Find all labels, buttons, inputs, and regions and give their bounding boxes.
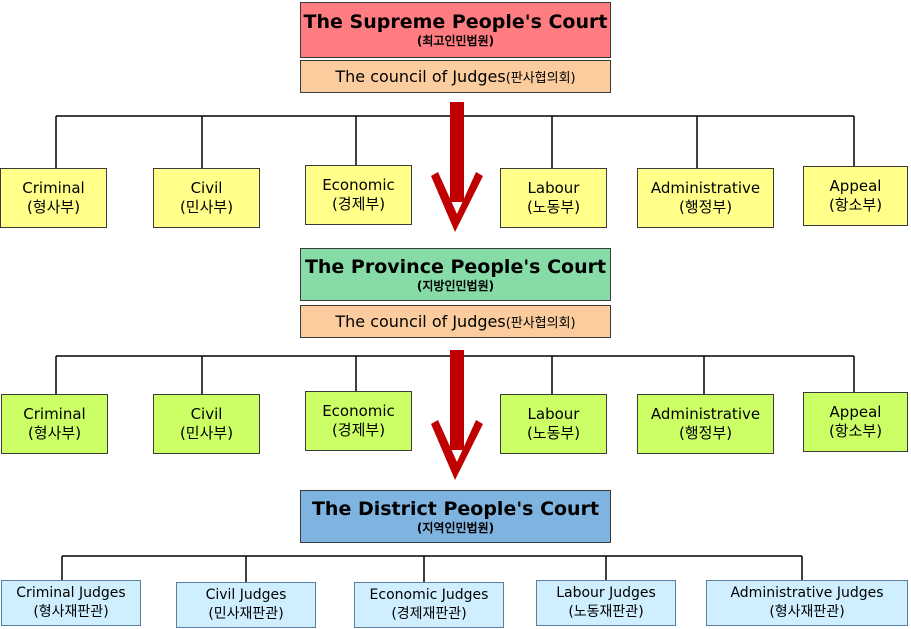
department-name: Economic (322, 176, 395, 194)
down-arrow-icon (431, 102, 483, 232)
department-name: Appeal (829, 403, 882, 421)
judges-name: Civil Judges (205, 587, 287, 603)
department-box-appeal: Appeal (항소부) (803, 166, 908, 226)
department-box-civil: Civil (민사부) (153, 394, 260, 454)
department-name: Appeal (829, 177, 882, 195)
council-of-judges-box: The council of Judges(판사협의회) (300, 60, 611, 93)
department-name: Civil (190, 405, 223, 423)
department-box-economic: Economic (경제부) (305, 391, 412, 451)
department-name: Labour (527, 179, 580, 197)
department-korean: (노동부) (526, 424, 581, 442)
department-korean: (경제부) (331, 421, 386, 439)
department-korean: (노동부) (526, 198, 581, 216)
judges-name: Labour Judges (556, 585, 656, 601)
supreme-court-box: The Supreme People's Court (최고인민법원) (300, 2, 611, 58)
department-box-labour: Labour (노동부) (500, 394, 607, 454)
judges-korean: (민사재판관) (208, 606, 284, 622)
judges-box-labour: Labour Judges (노동재판관) (536, 580, 676, 626)
judges-korean: (형사재판관) (33, 604, 109, 620)
department-name: Criminal (23, 405, 86, 423)
judges-name: Economic Judges (369, 587, 489, 603)
department-korean: (항소부) (828, 422, 883, 440)
department-korean: (항소부) (828, 196, 883, 214)
department-box-administrative: Administrative (행정부) (637, 168, 774, 228)
council-korean: (판사협의회) (505, 316, 576, 331)
supreme-court-title: The Supreme People's Court (303, 11, 608, 33)
judges-name: Administrative Judges (730, 585, 884, 601)
department-korean: (형사부) (26, 198, 81, 216)
judges-box-administrative: Administrative Judges (형사재판관) (706, 580, 908, 626)
department-box-criminal: Criminal (형사부) (1, 394, 108, 454)
department-korean: (경제부) (331, 195, 386, 213)
department-box-economic: Economic (경제부) (305, 165, 412, 225)
department-box-appeal: Appeal (항소부) (803, 392, 908, 452)
department-box-administrative: Administrative (행정부) (637, 394, 774, 454)
department-box-civil: Civil (민사부) (153, 168, 260, 228)
department-korean: (형사부) (27, 424, 82, 442)
department-name: Economic (322, 402, 395, 420)
down-arrow-icon (431, 350, 483, 480)
judges-korean: (노동재판관) (568, 604, 644, 620)
council-label: The council of Judges (335, 312, 506, 331)
district-court-subtitle: (지역인민법원) (416, 520, 495, 535)
department-name: Civil (190, 179, 223, 197)
district-court-box: The District People's Court (지역인민법원) (300, 490, 611, 543)
department-name: Administrative (650, 405, 761, 423)
province-court-subtitle: (지방인민법원) (416, 278, 495, 293)
judges-box-economic: Economic Judges (경제재판관) (354, 582, 504, 628)
council-label: The council of Judges (335, 67, 506, 86)
department-box-labour: Labour (노동부) (500, 168, 607, 228)
judges-name: Criminal Judges (16, 585, 126, 601)
department-name: Criminal (22, 179, 85, 197)
province-court-title: The Province People's Court (304, 255, 607, 278)
department-korean: (민사부) (179, 198, 234, 216)
department-name: Labour (527, 405, 580, 423)
supreme-court-subtitle: (최고인민법원) (416, 34, 495, 48)
department-name: Administrative (650, 179, 761, 197)
judges-korean: (형사재판관) (769, 604, 845, 620)
judges-box-civil: Civil Judges (민사재판관) (176, 582, 316, 628)
province-court-box: The Province People's Court (지방인민법원) (300, 248, 611, 301)
department-korean: (민사부) (179, 424, 234, 442)
department-korean: (행정부) (678, 424, 733, 442)
judges-box-criminal: Criminal Judges (형사재판관) (1, 580, 141, 626)
department-box-criminal: Criminal (형사부) (0, 168, 107, 228)
council-korean: (판사협의회) (505, 71, 576, 86)
district-court-title: The District People's Court (311, 497, 600, 520)
judges-korean: (경제재판관) (391, 606, 467, 622)
council-of-judges-box: The council of Judges(판사협의회) (300, 305, 611, 338)
department-korean: (행정부) (678, 198, 733, 216)
